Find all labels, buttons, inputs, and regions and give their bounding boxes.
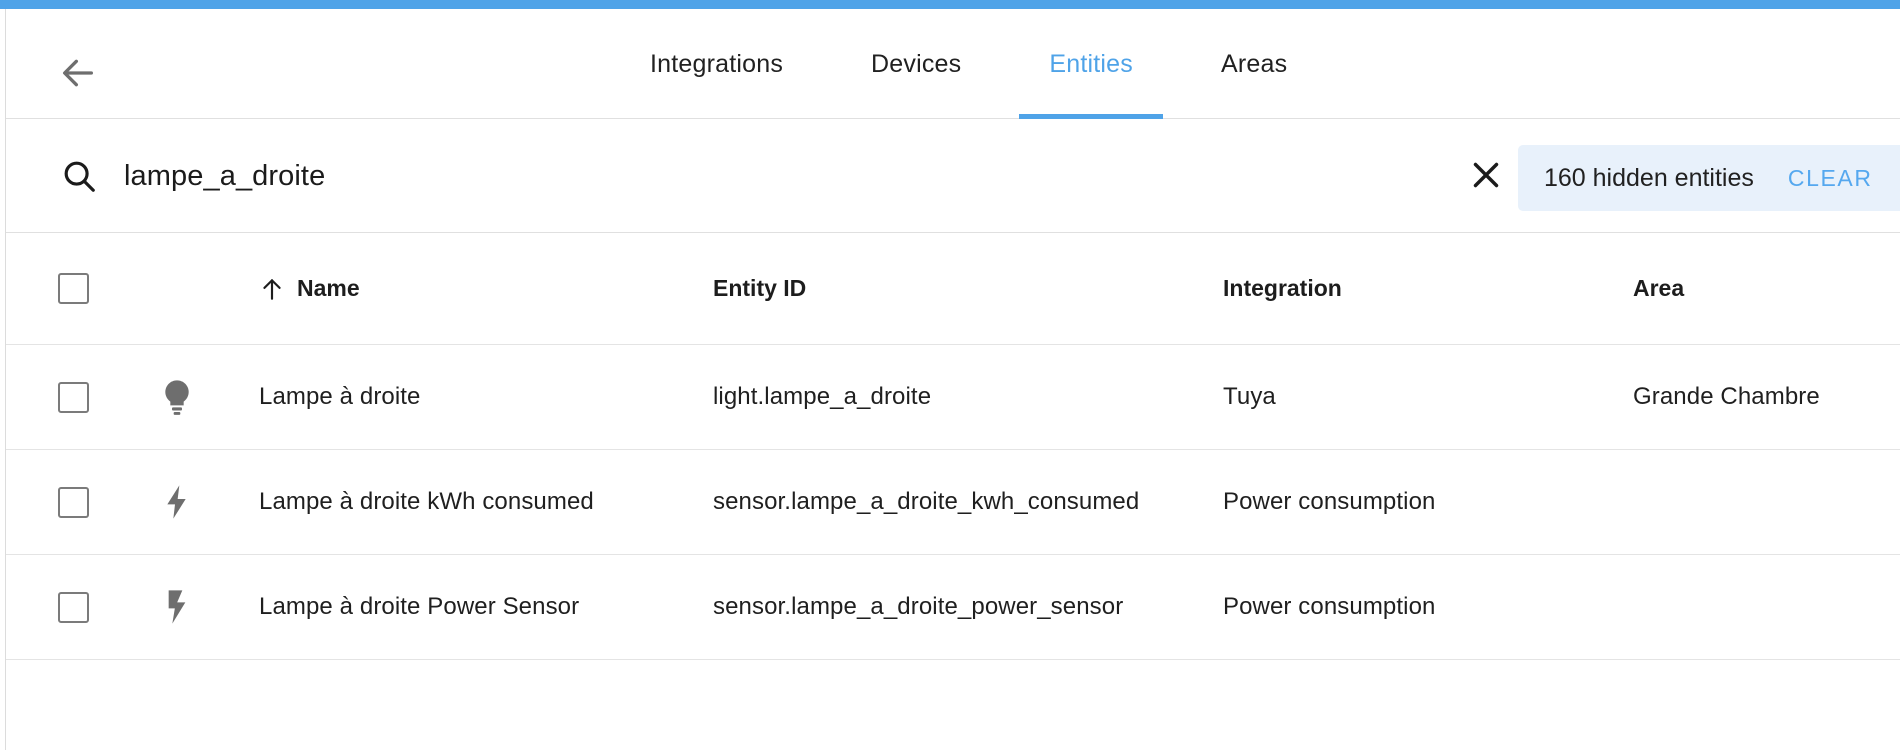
entity-area: Grande Chambre xyxy=(1633,383,1820,410)
flash-outline-icon xyxy=(156,481,198,523)
tab-integrations[interactable]: Integrations xyxy=(606,9,827,119)
entity-id: sensor.lampe_a_droite_power_sensor xyxy=(713,593,1124,620)
table-header-row: Name Entity ID Integration Area xyxy=(6,233,1900,345)
flash-icon xyxy=(156,586,198,628)
tab-integrations-label: Integrations xyxy=(650,49,784,78)
sort-ascending-icon xyxy=(259,276,285,302)
select-all-checkbox[interactable] xyxy=(58,273,89,304)
table-row[interactable]: Lampe à droite light.lampe_a_droite Tuya… xyxy=(6,345,1900,450)
left-edge-divider xyxy=(5,9,6,750)
row-entity-id-cell: sensor.lampe_a_droite_kwh_consumed xyxy=(713,450,1203,554)
row-checkbox[interactable] xyxy=(58,486,89,518)
entity-integration: Power consumption xyxy=(1223,593,1436,620)
row-entity-id-cell: sensor.lampe_a_droite_power_sensor xyxy=(713,555,1203,659)
row-select-cell xyxy=(58,450,108,554)
row-checkbox[interactable] xyxy=(58,591,89,623)
column-header-entity-id[interactable]: Entity ID xyxy=(713,233,1203,344)
column-header-integration[interactable]: Integration xyxy=(1223,233,1603,344)
row-icon-cell xyxy=(156,345,206,449)
entity-name: Lampe à droite xyxy=(259,383,421,410)
row-area-cell: Grande Chambre xyxy=(1633,345,1893,449)
search-clear-button[interactable] xyxy=(1464,155,1508,199)
hidden-entities-label: 160 hidden entities xyxy=(1544,163,1754,192)
row-entity-id-cell: light.lampe_a_droite xyxy=(713,345,1203,449)
row-name-cell: Lampe à droite Power Sensor xyxy=(259,555,689,659)
table-row[interactable]: Lampe à droite kWh consumed sensor.lampe… xyxy=(6,450,1900,555)
hidden-entities-chip: 160 hidden entities CLEAR xyxy=(1518,145,1900,211)
back-button[interactable] xyxy=(54,49,102,97)
column-header-name[interactable]: Name xyxy=(259,233,689,344)
entity-integration: Tuya xyxy=(1223,383,1276,410)
tab-areas[interactable]: Areas xyxy=(1177,9,1331,119)
column-header-integration-label: Integration xyxy=(1223,275,1342,301)
top-accent-bar xyxy=(0,0,1900,9)
clear-filter-button[interactable]: CLEAR xyxy=(1787,164,1873,191)
entity-id: light.lampe_a_droite xyxy=(713,383,932,410)
entity-integration: Power consumption xyxy=(1223,488,1436,515)
page-header: Integrations Devices Entities Areas xyxy=(6,9,1900,119)
row-icon-cell xyxy=(156,450,206,554)
select-all-cell xyxy=(58,233,108,344)
entities-table: Name Entity ID Integration Area xyxy=(6,233,1900,660)
arrow-left-icon xyxy=(58,53,98,93)
row-name-cell: Lampe à droite xyxy=(259,345,689,449)
column-header-entity-id-label: Entity ID xyxy=(713,275,807,301)
row-icon-cell xyxy=(156,555,206,659)
tab-devices-label: Devices xyxy=(871,49,962,78)
row-integration-cell: Power consumption xyxy=(1223,555,1603,659)
close-icon xyxy=(1468,157,1504,198)
row-select-cell xyxy=(58,345,108,449)
column-header-area[interactable]: Area xyxy=(1633,233,1893,344)
lightbulb-icon xyxy=(156,376,198,418)
tab-entities-label: Entities xyxy=(1049,49,1133,78)
row-select-cell xyxy=(58,555,108,659)
tab-bar: Integrations Devices Entities Areas xyxy=(606,9,1331,119)
search-input[interactable]: lampe_a_droite xyxy=(124,160,326,192)
tab-areas-label: Areas xyxy=(1220,49,1288,78)
entity-id: sensor.lampe_a_droite_kwh_consumed xyxy=(713,488,1140,515)
entity-name: Lampe à droite Power Sensor xyxy=(259,593,580,620)
row-integration-cell: Power consumption xyxy=(1223,450,1603,554)
search-icon xyxy=(60,157,98,195)
column-header-name-label: Name xyxy=(297,275,360,301)
column-header-area-label: Area xyxy=(1633,275,1685,301)
row-checkbox[interactable] xyxy=(58,381,89,413)
row-integration-cell: Tuya xyxy=(1223,345,1603,449)
row-area-cell xyxy=(1633,450,1893,554)
entity-name: Lampe à droite kWh consumed xyxy=(259,488,594,515)
tab-entities[interactable]: Entities xyxy=(1005,9,1177,119)
row-name-cell: Lampe à droite kWh consumed xyxy=(259,450,689,554)
row-area-cell xyxy=(1633,555,1893,659)
tab-devices[interactable]: Devices xyxy=(827,9,1005,119)
table-row[interactable]: Lampe à droite Power Sensor sensor.lampe… xyxy=(6,555,1900,660)
search-bar: lampe_a_droite 160 hidden entities CLEAR xyxy=(6,119,1900,233)
